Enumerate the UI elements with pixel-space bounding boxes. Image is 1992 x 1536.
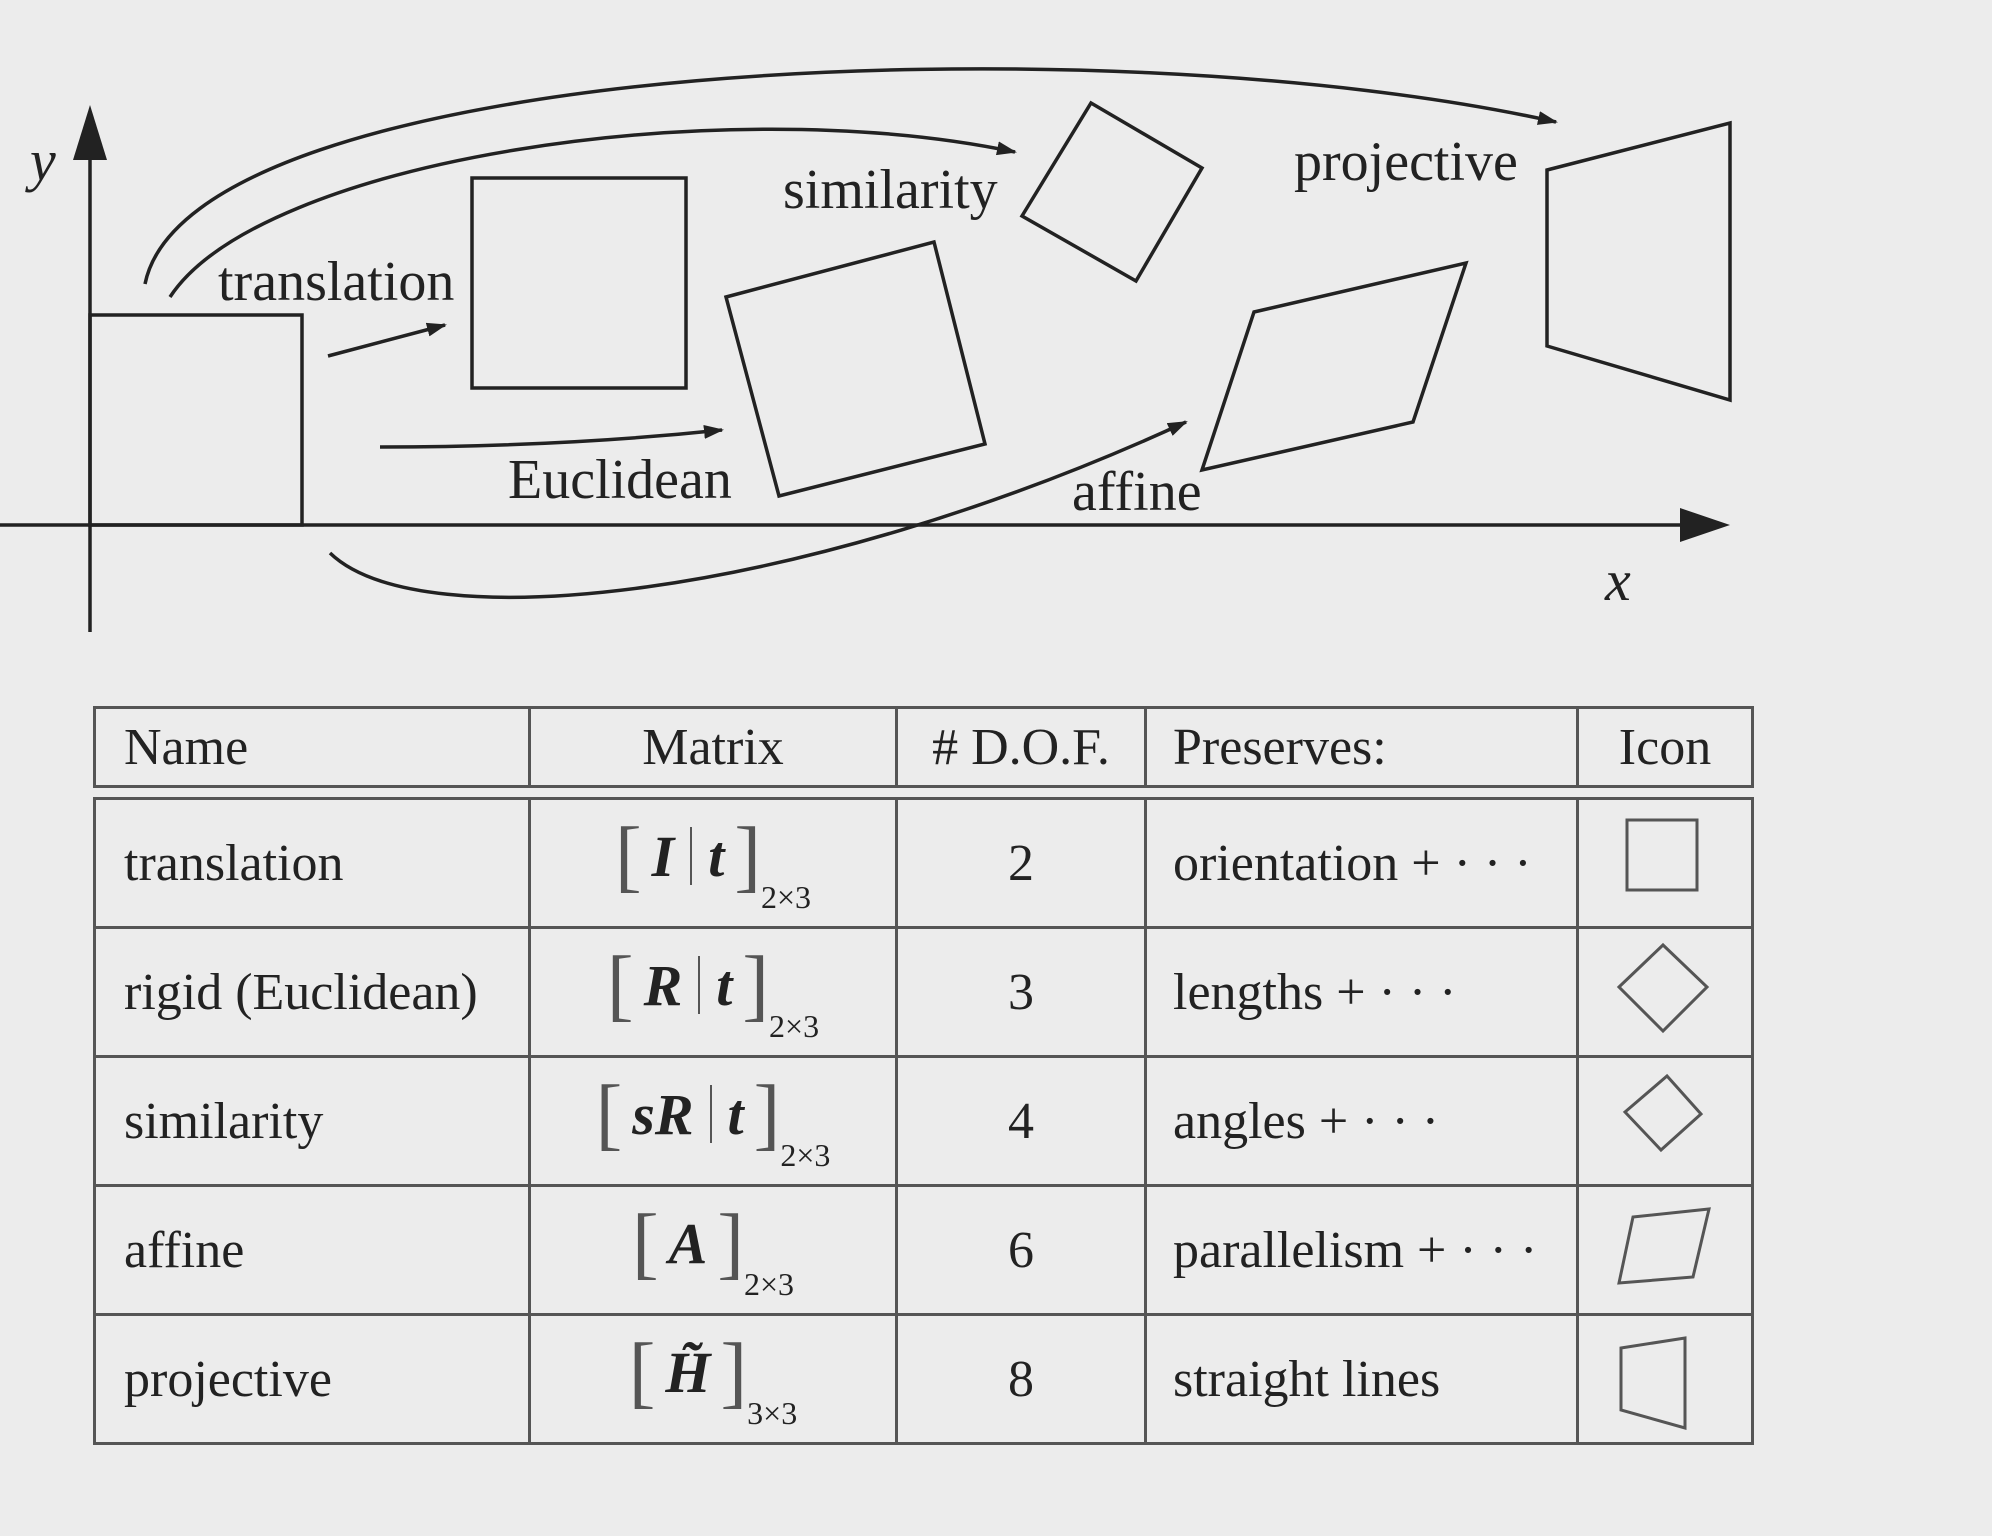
row-matrix: [H̃]3×3 [528, 1313, 898, 1445]
affine-parallelogram-shape [1199, 260, 1469, 473]
row-icon-cell [1576, 1184, 1754, 1316]
matrix-size: 2×3 [760, 878, 812, 915]
projective-arrow [143, 67, 1558, 285]
y-axis-arrowhead [73, 105, 107, 160]
row-preserves: lengths + · · · [1144, 926, 1579, 1058]
matrix-separator [690, 827, 693, 886]
row-matrix: [A]2×3 [528, 1184, 898, 1316]
original-square-shape [88, 313, 304, 527]
matrix-expression: [H̃]3×3 [629, 1327, 797, 1432]
euclidean-arrow [379, 424, 724, 449]
matrix-entry: t [708, 823, 725, 889]
row-icon-cell [1576, 1313, 1754, 1445]
projective-label: projective [1294, 131, 1518, 193]
matrix-expression: [sR t]2×3 [596, 1069, 831, 1174]
matrix-entry: t [716, 952, 733, 1018]
translation-arrow [327, 322, 447, 358]
row-preserves: straight lines [1144, 1313, 1579, 1445]
affine-arrow [328, 420, 1188, 599]
matrix-size: 2×3 [743, 1265, 794, 1302]
y-axis-label: y [25, 128, 56, 193]
header-icon: Icon [1576, 706, 1754, 788]
left-bracket: [ [614, 811, 642, 900]
header-name: Name [93, 706, 531, 788]
right-bracket: ] [742, 940, 770, 1029]
row-name: translation [93, 797, 531, 929]
x-axis-label: x [1604, 548, 1631, 613]
translated-square-shape [470, 176, 688, 390]
transformations-table: Name Matrix # D.O.F. Preserves: Icon tra… [93, 706, 1754, 1445]
row-icon-cell [1576, 797, 1754, 929]
matrix-size: 2×3 [780, 1136, 831, 1173]
right-bracket: ] [717, 1198, 744, 1287]
header-preserves: Preserves: [1144, 706, 1579, 788]
left-bracket: [ [595, 1069, 623, 1158]
affine-label: affine [1072, 461, 1202, 523]
header-separator [94, 785, 1753, 800]
matrix-size: 3×3 [747, 1394, 798, 1431]
row-matrix: [sR t]2×3 [528, 1055, 898, 1187]
matrix-entry: A [668, 1210, 708, 1276]
row-icon-cell [1576, 1055, 1754, 1187]
matrix-expression: [A]2×3 [632, 1198, 794, 1303]
row-icon-cell [1576, 926, 1754, 1058]
row-name: projective [93, 1313, 531, 1445]
euclidean-square-shape [723, 239, 988, 499]
row-preserves: angles + · · · [1144, 1055, 1579, 1187]
matrix-entry: R [643, 952, 683, 1018]
x-axis-arrowhead [1680, 508, 1730, 542]
matrix-entry: H̃ [665, 1339, 711, 1405]
translation-label: translation [218, 251, 454, 313]
square-icon [1625, 818, 1699, 892]
row-dof: 6 [895, 1184, 1147, 1316]
matrix-separator [698, 956, 701, 1015]
matrix-entry: t [727, 1081, 744, 1147]
row-name: similarity [93, 1055, 531, 1187]
right-bracket: ] [734, 811, 761, 900]
table-header-row: Name Matrix # D.O.F. Preserves: Icon [93, 706, 1754, 788]
trapezoid-icon [1619, 1336, 1687, 1430]
rotated-square-icon [1616, 942, 1710, 1034]
right-bracket: ] [753, 1069, 781, 1158]
header-dof: # D.O.F. [895, 706, 1147, 788]
transformations-table-container: Name Matrix # D.O.F. Preserves: Icon tra… [93, 706, 1754, 1445]
row-name: affine [93, 1184, 531, 1316]
right-bracket: ] [720, 1327, 748, 1416]
left-bracket: [ [631, 1198, 659, 1287]
projective-trapezoid-shape [1545, 120, 1732, 403]
matrix-entry: I [651, 823, 675, 889]
row-dof: 2 [895, 797, 1147, 929]
similarity-label: similarity [783, 159, 998, 221]
header-matrix: Matrix [528, 706, 898, 788]
left-bracket: [ [606, 940, 634, 1029]
row-dof: 3 [895, 926, 1147, 1058]
matrix-separator [709, 1085, 712, 1144]
similarity-arrow [168, 127, 1017, 298]
parallelogram-icon [1617, 1207, 1711, 1285]
matrix-entry: sR [632, 1081, 694, 1147]
small-rotated-square-icon [1622, 1073, 1704, 1153]
row-preserves: parallelism + · · · [1144, 1184, 1579, 1316]
row-dof: 8 [895, 1313, 1147, 1445]
euclidean-label: Euclidean [508, 449, 732, 511]
row-dof: 4 [895, 1055, 1147, 1187]
matrix-size: 2×3 [769, 1007, 820, 1044]
similarity-square-shape [1019, 100, 1205, 284]
transformations-diagram: x y translation Euclidean similarity aff… [0, 67, 1732, 632]
row-preserves: orientation + · · · [1144, 797, 1579, 929]
left-bracket: [ [628, 1327, 656, 1416]
row-name: rigid (Euclidean) [93, 926, 531, 1058]
